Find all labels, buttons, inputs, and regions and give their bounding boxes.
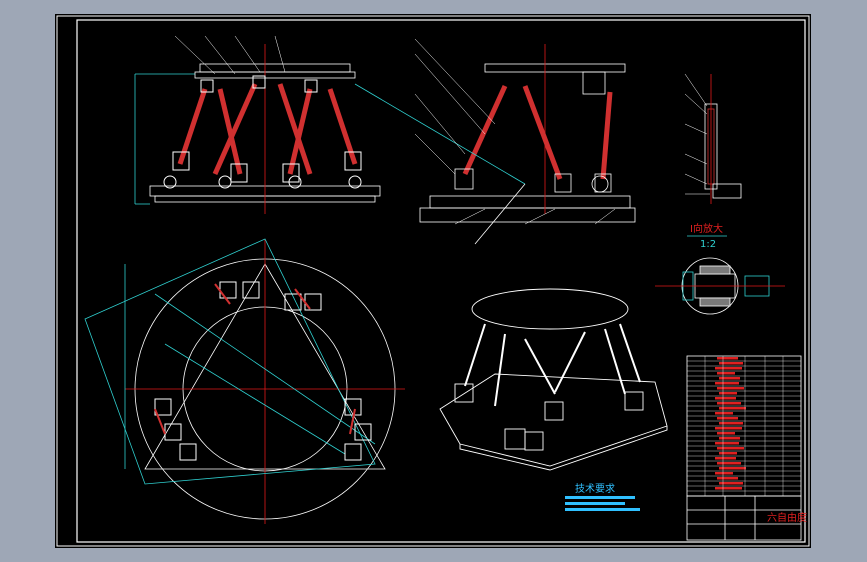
parts-list-entry xyxy=(715,397,736,400)
parts-list-entry xyxy=(719,422,743,425)
parts-list-entry xyxy=(717,477,738,480)
inner-frame xyxy=(76,19,806,543)
parts-list-entry xyxy=(719,467,746,470)
parts-list-entry xyxy=(719,362,743,365)
outer-frame xyxy=(56,15,810,547)
cad-drawing: I向放大 1:2 xyxy=(56,15,810,547)
parts-list-entry xyxy=(715,382,739,385)
parts-list-entry xyxy=(719,437,740,440)
parts-list-entry xyxy=(717,447,744,450)
parts-list-entry xyxy=(715,487,742,490)
parts-list-entry xyxy=(717,372,735,375)
parts-list-entry xyxy=(717,462,741,465)
drawing-sheet: I向放大 1:2 xyxy=(55,14,811,548)
parts-list-entry xyxy=(719,392,737,395)
parts-list-entry xyxy=(717,357,738,360)
detail-view-scale: 1:2 xyxy=(700,239,716,250)
parts-list-entry xyxy=(719,482,743,485)
drawing-name: 六自由度 xyxy=(767,511,807,524)
parts-list-entry xyxy=(715,457,736,460)
top-view xyxy=(84,238,405,524)
notes-heading: 技术要求 xyxy=(575,482,615,495)
parts-list-entry xyxy=(719,377,740,380)
parts-list-entry xyxy=(717,417,738,420)
parts-list-entry xyxy=(715,472,733,475)
parts-list-entry xyxy=(717,402,741,405)
detail-view-title: I向放大 xyxy=(690,222,723,235)
parts-list-entry xyxy=(719,452,737,455)
parts-list-entry xyxy=(715,442,739,445)
parts-list-entry xyxy=(715,427,742,430)
side-view xyxy=(354,38,636,245)
parts-list-entry xyxy=(715,367,742,370)
front-view xyxy=(134,35,381,214)
parts-list-entry xyxy=(715,412,733,415)
section-view xyxy=(684,73,742,204)
parts-list-entry xyxy=(717,432,735,435)
technical-notes: 技术要求 xyxy=(565,482,640,511)
parts-list-entry xyxy=(719,407,746,410)
title-block: 六自由度 xyxy=(686,495,807,541)
detail-view: I向放大 1:2 xyxy=(655,222,785,315)
isometric-view xyxy=(439,288,668,471)
parts-list xyxy=(686,355,802,497)
parts-list-entry xyxy=(717,387,744,390)
